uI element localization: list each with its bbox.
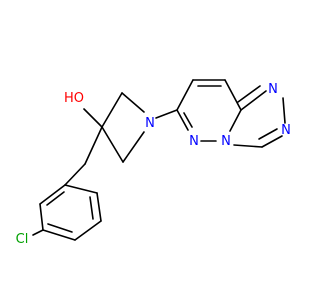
bond [101, 126, 124, 163]
bond [101, 92, 123, 128]
atom-label-n-triazole-top: N [268, 82, 278, 97]
bond [96, 192, 102, 222]
bond [224, 79, 242, 111]
bond [39, 184, 66, 205]
atom-labels: N N N N N HO Cl [16, 82, 291, 247]
bond [229, 109, 242, 132]
atom-label-n-pyrrolidine: N [145, 116, 155, 131]
bond [155, 109, 178, 119]
bond [64, 184, 98, 194]
bond [121, 92, 145, 113]
bonds [32, 79, 286, 241]
bond [74, 220, 102, 241]
atom-label-n-pyridazine: N [189, 134, 199, 149]
bond [42, 229, 76, 241]
molecule-structure: N N N N N HO Cl [16, 79, 291, 247]
bond [47, 223, 73, 233]
bond [261, 135, 283, 148]
bond [176, 79, 194, 111]
bond [64, 163, 86, 186]
bond [39, 203, 44, 231]
bond [282, 97, 286, 124]
bond [240, 90, 267, 111]
bond [233, 144, 263, 148]
atom-label-chlorine: Cl [16, 232, 29, 247]
bond [89, 196, 94, 220]
atom-label-hydroxyl: HO [64, 91, 84, 106]
bond [46, 191, 65, 206]
bond [183, 112, 193, 128]
bond [32, 229, 44, 236]
bond [83, 108, 103, 128]
bond [237, 85, 261, 103]
bond [122, 131, 145, 163]
atom-label-n-bridge: N [221, 134, 231, 149]
bond [84, 126, 103, 165]
bond [258, 128, 278, 140]
atom-label-n-triazole-right: N [281, 123, 291, 138]
bond [176, 109, 189, 131]
